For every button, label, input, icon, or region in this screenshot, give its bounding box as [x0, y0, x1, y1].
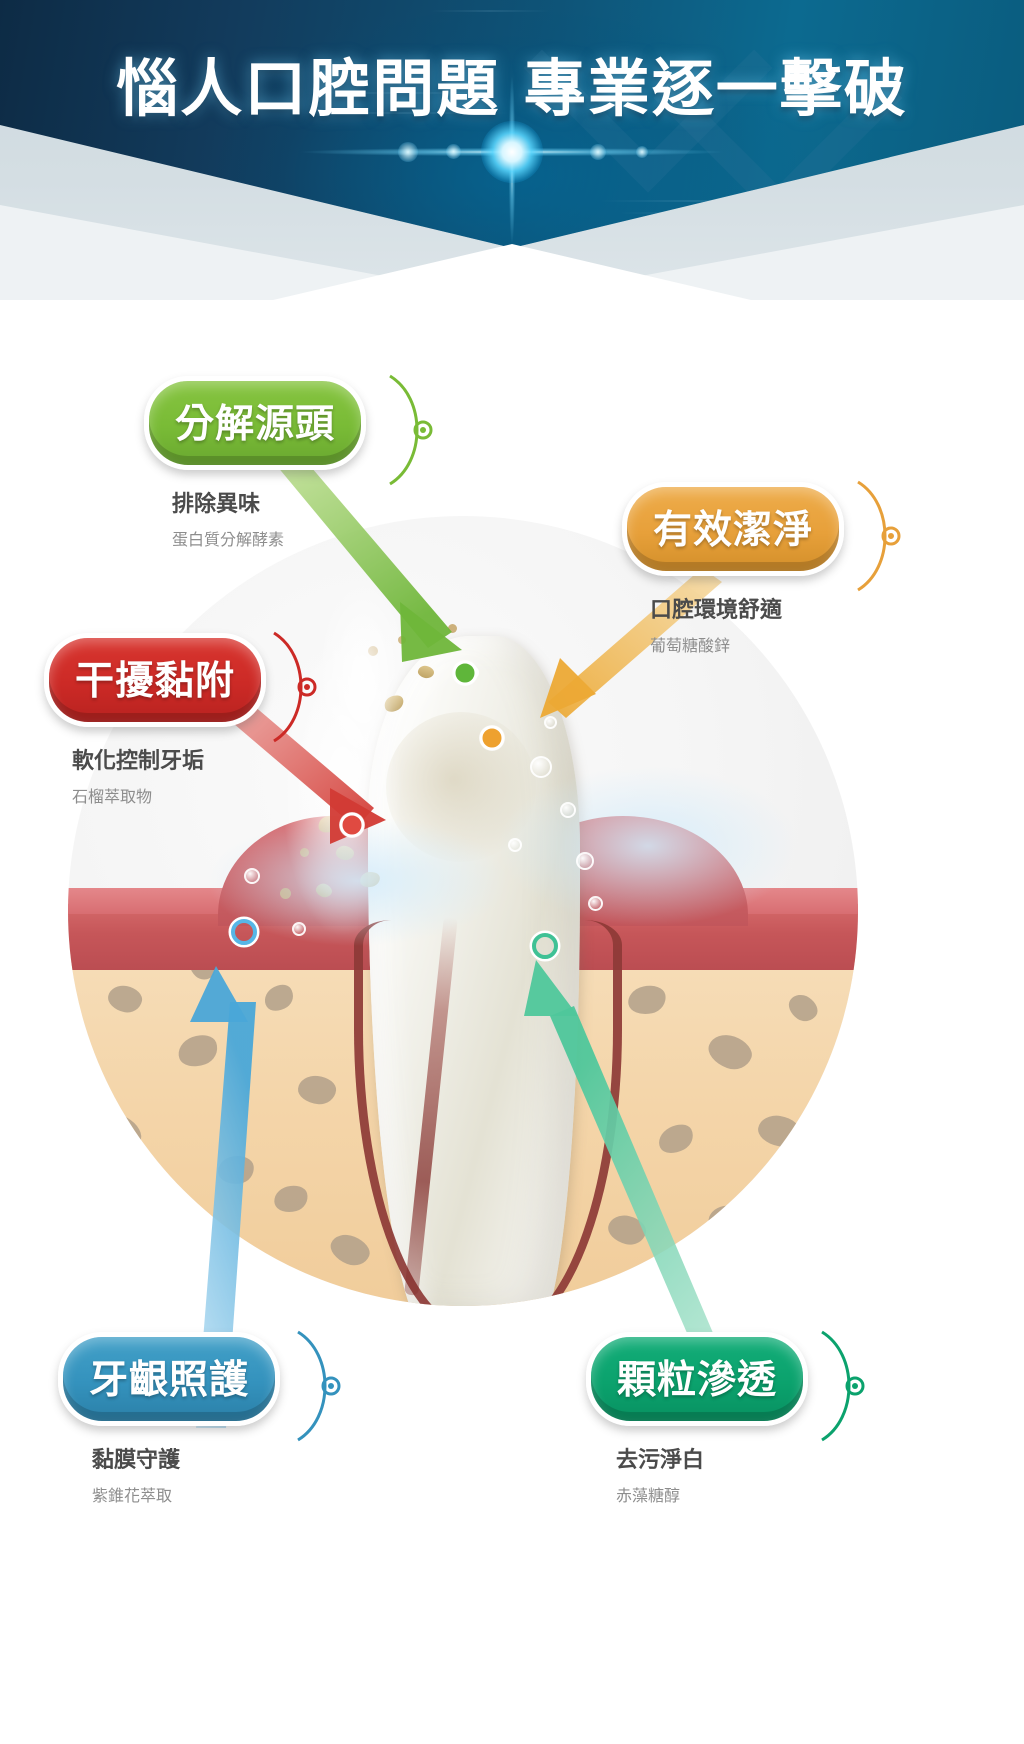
node-interfere-adhesion[interactable]: 干擾黏附 軟化控制牙垢 石榴萃取物 — [44, 631, 317, 807]
badge-arc-decoration — [857, 480, 901, 592]
caption-sub-particle-penetration: 赤藻糖醇 — [616, 1486, 681, 1505]
node-gum-care[interactable]: 牙齦照護 黏膜守護 紫錐花萃取 — [58, 1330, 341, 1506]
badge-decompose-source[interactable]: 分解源頭 — [144, 376, 367, 470]
caption-main-particle-penetration: 去污淨白 — [616, 1448, 705, 1473]
periodontal-ligament — [354, 920, 622, 1306]
decorative-line — [300, 112, 510, 114]
lens-flare-dot — [446, 144, 461, 159]
vapor-effect — [318, 576, 408, 776]
caption-sub-gum-care: 紫錐花萃取 — [92, 1486, 173, 1505]
badge-effective-clean[interactable]: 有效潔淨 — [622, 482, 845, 576]
bubble — [544, 716, 557, 729]
caption-sub-effective-clean: 葡萄糖酸鋅 — [650, 636, 731, 655]
caption-main-interfere-adhesion: 軟化控制牙垢 — [72, 749, 205, 774]
badge-gum-care[interactable]: 牙齦照護 — [58, 1332, 281, 1426]
caption-main-decompose-source: 排除異味 — [172, 492, 261, 517]
node-particle-penetration[interactable]: 顆粒滲透 去污淨白 赤藻糖醇 — [586, 1330, 865, 1506]
node-decompose-source[interactable]: 分解源頭 排除異味 蛋白質分解酵素 — [144, 374, 433, 550]
decorative-line — [430, 10, 550, 12]
bubble — [466, 666, 479, 679]
decorative-line — [320, 92, 490, 94]
caption-sub-interfere-adhesion: 石榴萃取物 — [72, 787, 153, 806]
badge-particle-penetration[interactable]: 顆粒滲透 — [586, 1332, 809, 1426]
caption-sub-decompose-source: 蛋白質分解酵素 — [172, 530, 285, 549]
bubble — [244, 868, 260, 884]
lens-flare-dot — [398, 142, 418, 162]
bubble — [508, 838, 522, 852]
badge-arc-decoration — [389, 374, 433, 486]
bubble — [576, 852, 594, 870]
badge-arc-decoration — [273, 631, 317, 743]
decorative-line — [600, 200, 780, 202]
bubble — [588, 896, 603, 911]
caption-main-gum-care: 黏膜守護 — [92, 1448, 181, 1473]
bubble — [292, 922, 306, 936]
water-effect — [498, 766, 798, 926]
bubble — [530, 756, 552, 778]
header-banner: 惱人口腔問題 專業逐一擊破 — [0, 0, 1024, 300]
node-effective-clean[interactable]: 有效潔淨 口腔環境舒適 葡萄糖酸鋅 — [622, 480, 901, 656]
bubble — [560, 802, 576, 818]
lens-flare-core — [481, 121, 543, 183]
illustration-area: 分解源頭 排除異味 蛋白質分解酵素 有效潔淨 口腔環境舒適 葡萄糖酸鋅 干擾黏附… — [0, 300, 1024, 1744]
header-chevron-white — [256, 244, 768, 300]
lens-flare-dot — [636, 146, 648, 158]
caption-main-effective-clean: 口腔環境舒適 — [650, 598, 783, 623]
lens-flare-dot — [590, 144, 606, 160]
badge-arc-decoration — [821, 1330, 865, 1442]
badge-arc-decoration — [297, 1330, 341, 1442]
plaque-particle — [448, 624, 457, 633]
badge-interfere-adhesion[interactable]: 干擾黏附 — [44, 633, 267, 727]
